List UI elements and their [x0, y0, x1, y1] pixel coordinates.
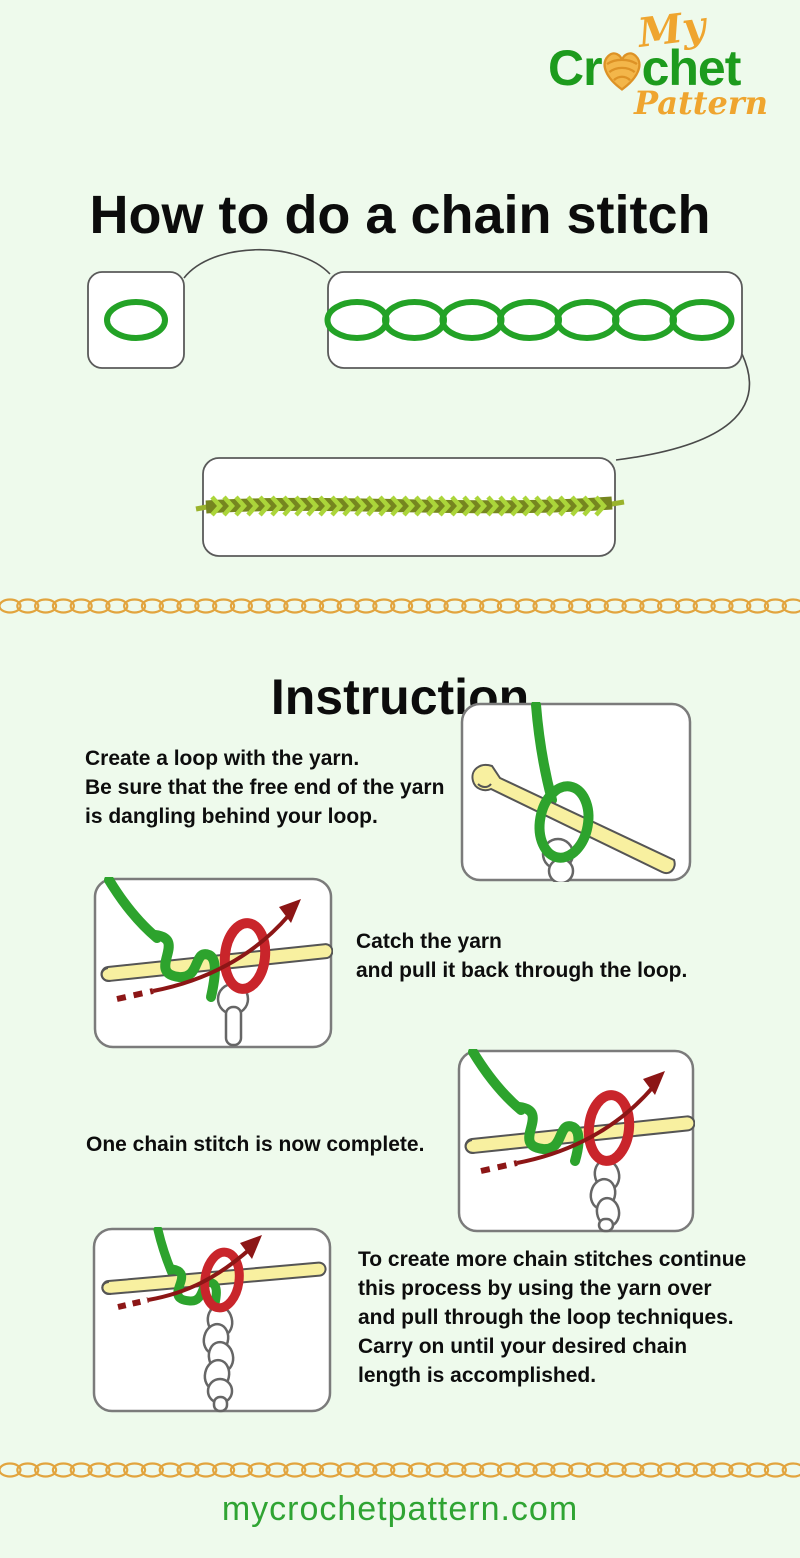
step-4-text: To create more chain stitches continue t…: [358, 1248, 747, 1387]
logo-pattern-text: Pattern: [634, 84, 768, 122]
chain-symbol-diagram: [87, 248, 751, 557]
chain-row-box: [327, 271, 743, 369]
logo-crochet-wordmark: Cr chet: [548, 40, 742, 96]
gold-chain-divider: [0, 598, 800, 614]
logo-crochet-prefix: Cr: [548, 40, 603, 96]
site-logo: My Cr chet Pattern: [548, 2, 798, 122]
completed-chain-stitch-illustration: [457, 1049, 695, 1233]
repeat-chain-stitches-illustration: [92, 1227, 332, 1413]
yarn-ball-heart-icon: [603, 52, 641, 91]
loop-on-hook-illustration: [460, 702, 692, 882]
step-3-text: One chain stitch is now complete.: [86, 1133, 425, 1156]
chain-row-symbols: [324, 299, 735, 341]
step-1-text: Create a loop with the yarn. Be sure tha…: [85, 747, 445, 828]
footer-site-link[interactable]: mycrochetpattern.com: [221, 1490, 579, 1528]
step-2-text: Catch the yarn and pull it back through …: [356, 930, 688, 982]
logo-crochet-suffix: chet: [641, 40, 742, 96]
connector-curve-bottom: [615, 353, 751, 461]
chain-stitch-symbol-oval: [104, 299, 168, 341]
yarn-over-pull-through-illustration: [93, 877, 333, 1049]
crochet-chain-photo: [195, 495, 625, 517]
footer: mycrochetpattern.com: [0, 1490, 800, 1529]
page-title: How to do a chain stitch: [89, 185, 711, 246]
single-chain-box: [87, 271, 185, 369]
gold-chain-divider: [0, 1462, 800, 1478]
connector-arc-top: [183, 248, 331, 279]
